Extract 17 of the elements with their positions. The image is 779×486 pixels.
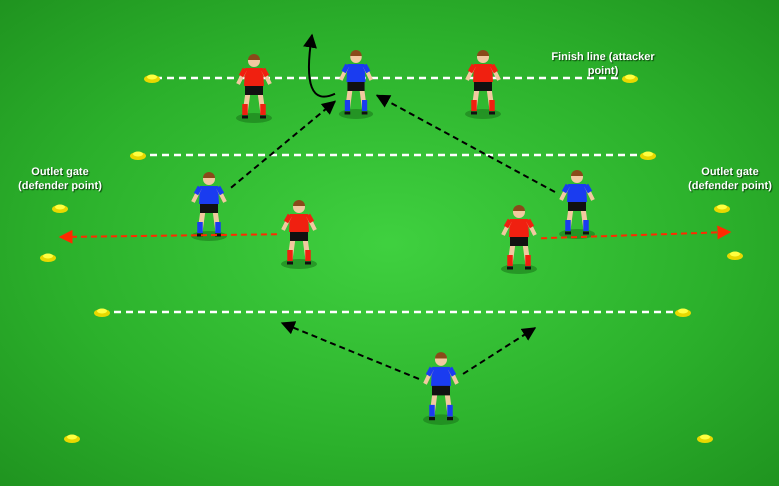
zone-label: Outlet gate (defender point) bbox=[687, 165, 773, 193]
arrow bbox=[280, 321, 420, 380]
zone-label: Outlet gate (defender point) bbox=[17, 165, 103, 193]
arrow bbox=[376, 94, 556, 193]
arrow bbox=[58, 230, 277, 244]
player-figure bbox=[420, 350, 462, 426]
player-figure bbox=[233, 52, 275, 124]
player-figure bbox=[462, 48, 504, 120]
player-figure bbox=[278, 198, 320, 270]
arrow bbox=[462, 327, 536, 375]
player-figure bbox=[336, 48, 376, 120]
player-figure bbox=[498, 203, 540, 275]
arrow bbox=[230, 100, 336, 188]
zone-label: Finish line (attacker point) bbox=[550, 50, 656, 78]
arrow bbox=[303, 34, 336, 98]
arrow bbox=[541, 225, 732, 240]
player-figure bbox=[556, 168, 598, 240]
